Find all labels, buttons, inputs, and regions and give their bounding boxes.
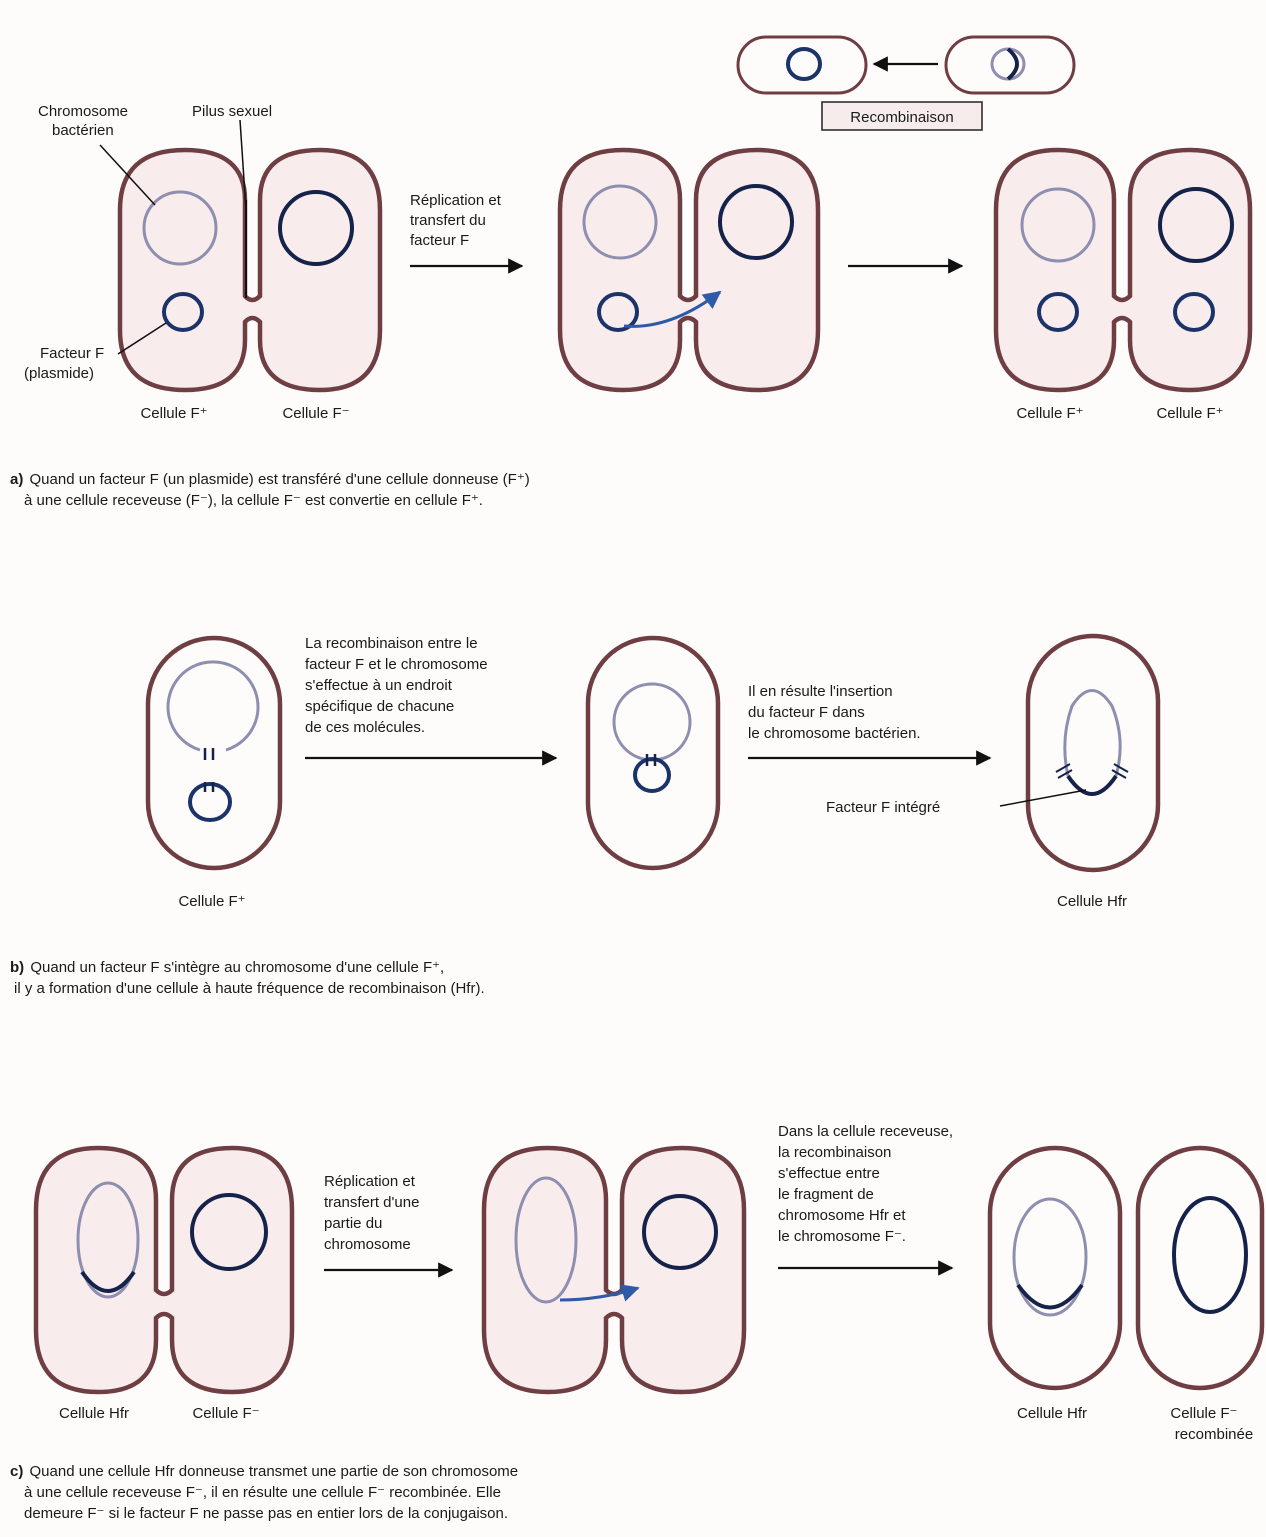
inset-cell-right xyxy=(946,37,1074,93)
recombination-label: Recombinaison xyxy=(850,109,953,126)
inset-cell-left xyxy=(738,37,866,93)
cell-pair-hfr-f-minus xyxy=(36,1148,292,1392)
pilus-label: Pilus sexuel xyxy=(192,103,272,120)
cell-label: Cellule Hfr xyxy=(59,1405,129,1422)
panel-b: Cellule F⁺ La recombinaison entre le fac… xyxy=(10,635,1158,997)
integrated-label: Facteur F intégré xyxy=(826,799,940,816)
cell-label: Cellule F⁻ recombinée xyxy=(1170,1405,1253,1443)
cell-intermediate xyxy=(588,638,718,868)
step-text: Réplication et transfert d'une partie du… xyxy=(324,1173,424,1253)
cell-pair-1 xyxy=(120,150,380,390)
caption: c) Quand une cellule Hfr donneuse transm… xyxy=(10,1463,522,1522)
panel-a: Recombinaison Chromosome bactérien Pilus… xyxy=(10,37,1250,509)
step-text: Il en résulte l'insertion du facteur F d… xyxy=(748,683,921,742)
cell-pair-2 xyxy=(560,150,818,390)
recombination-inset: Recombinaison xyxy=(738,37,1074,130)
step-text: La recombinaison entre le facteur F et l… xyxy=(305,635,492,736)
cell-pair-3 xyxy=(996,150,1250,390)
conjugating-cells xyxy=(484,1148,744,1392)
cell-label: Cellule Hfr xyxy=(1057,893,1127,910)
cell-label: Cellule F⁺ xyxy=(1016,405,1083,422)
cell-label: Cellule F⁻ xyxy=(192,1405,259,1422)
chromosome-label: Chromosome bactérien xyxy=(38,103,132,139)
cell-hfr xyxy=(1028,636,1158,870)
conjugating-cells xyxy=(560,150,818,390)
cell-label: Cellule F⁺ xyxy=(140,405,207,422)
cell-label: Cellule F⁺ xyxy=(178,893,245,910)
panel-c: Cellule Hfr Cellule F⁻ Réplication et tr… xyxy=(10,1123,1262,1522)
step-text: Dans la cellule receveuse, la recombinai… xyxy=(778,1123,957,1245)
caption: b) Quand un facteur F s'intègre au chrom… xyxy=(10,959,485,997)
conjugating-cells xyxy=(36,1148,292,1392)
cell-label: Cellule F⁻ xyxy=(282,405,349,422)
step-text: Réplication et transfert du facteur F xyxy=(410,192,505,249)
facteur-label: Facteur F (plasmide) xyxy=(24,345,108,382)
conjugating-cells xyxy=(120,150,380,390)
cell-label: Cellule Hfr xyxy=(1017,1405,1087,1422)
cell-label: Cellule F⁺ xyxy=(1156,405,1223,422)
conjugating-cells xyxy=(996,150,1250,390)
cell-hfr-result xyxy=(990,1148,1120,1388)
cell-pair-transfer xyxy=(484,1148,744,1392)
caption: a) Quand un facteur F (un plasmide) est … xyxy=(10,471,534,509)
